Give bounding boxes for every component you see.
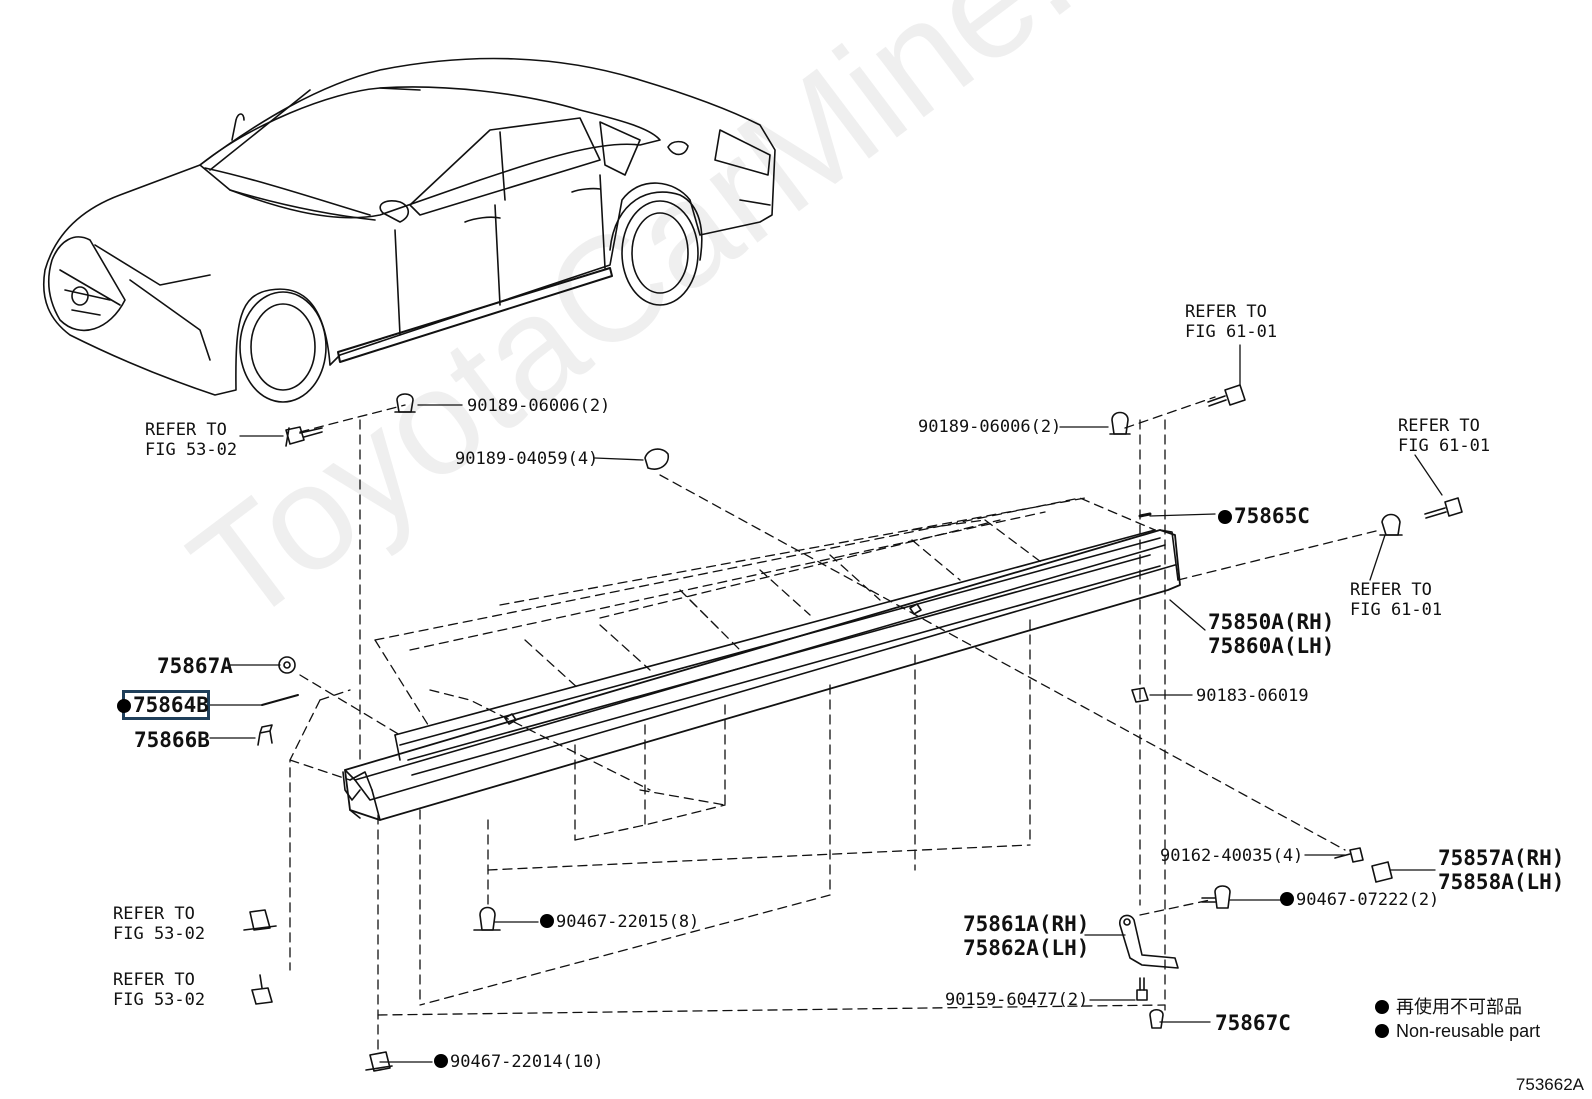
label-75867a: 75867A (157, 654, 233, 678)
fasteners (243, 384, 1463, 1072)
car-illustration (43, 57, 776, 403)
clip-icon-90189-04059 (644, 448, 670, 470)
strip-icon-75864b (261, 694, 299, 706)
label-refer-fig-61-01-lower: REFER TO FIG 61-01 (1350, 580, 1443, 620)
clip-icon-90467-07222 (1201, 885, 1231, 909)
clip-icon-right (1379, 513, 1403, 536)
clip-icon-90467-22015 (473, 906, 501, 931)
label-refer-fig-61-01-right: REFER TO FIG 61-01 (1398, 416, 1491, 456)
label-90467-07222: 90467-07222(2) (1280, 890, 1439, 910)
legend-dot-icon (1375, 1000, 1389, 1014)
label-refer-fig-53-02-middle: REFER TO FIG 53-02 (113, 904, 206, 944)
legend-english: Non-reusable part (1375, 1020, 1540, 1042)
screw-icon-90162 (1334, 847, 1364, 863)
label-refer-fig-53-02-upper: REFER TO FIG 53-02 (145, 420, 238, 460)
non-reusable-dot-icon (117, 699, 131, 713)
label-90183-06019: 90183-06019 (1196, 686, 1309, 706)
label-90159-60477: 90159-60477(2) (945, 990, 1089, 1010)
rocker-panel-moulding (342, 529, 1181, 821)
label-90467-22014: 90467-22014(10) (434, 1052, 604, 1072)
label-refer-fig-61-01-top: REFER TO FIG 61-01 (1185, 302, 1278, 342)
screw-icon-left-top (285, 426, 323, 447)
non-reusable-dot-icon (540, 914, 554, 928)
assembly-lines (289, 396, 1381, 1051)
legend-japanese: 再使用不可部品 (1375, 996, 1522, 1018)
label-75861a-75862a: 75861A(RH) 75862A(LH) (963, 912, 1090, 960)
screw-icon-right (1424, 497, 1463, 519)
non-reusable-dot-icon (434, 1054, 448, 1068)
grommet-icon-75867a (278, 656, 296, 674)
non-reusable-dot-icon (1218, 510, 1232, 524)
bolt-icon-90159 (1136, 977, 1148, 1001)
plug-icon-75865c (1138, 512, 1152, 518)
label-75864b[interactable]: 75864B (117, 693, 209, 717)
screw-icon-top-right (1207, 384, 1246, 407)
label-75866b: 75866B (134, 728, 210, 752)
label-75867c: 75867C (1215, 1011, 1291, 1035)
clip-icon-75867c (1149, 1008, 1164, 1029)
figure-id: 753662A (1515, 1075, 1584, 1094)
label-90162-40035: 90162-40035(4) (1160, 846, 1304, 866)
leader-lines (209, 344, 1443, 1063)
label-75865c: 75865C (1218, 504, 1310, 528)
label-90189-06006-right: 90189-06006(2) (918, 417, 1062, 437)
label-refer-fig-53-02-lower: REFER TO FIG 53-02 (113, 970, 206, 1010)
label-90467-22015: 90467-22015(8) (540, 912, 699, 932)
label-75857a-75858a: 75857A(RH) 75858A(LH) (1438, 846, 1565, 894)
screw-icon-lower-left (251, 974, 273, 1005)
clip-icon-90189-06006-left (394, 393, 416, 413)
non-reusable-dot-icon (1280, 892, 1294, 906)
cap-icon-75857a (1371, 861, 1393, 883)
nut-icon-90183 (1131, 687, 1149, 703)
legend-dot-icon (1375, 1024, 1389, 1038)
clip-icon-90189-06006-right (1109, 411, 1131, 435)
clip-icon-90467-22014 (365, 1051, 393, 1072)
clip-icon-lower-left (243, 909, 277, 931)
clip-icon-75866b (257, 724, 273, 746)
bracket-icon-75861a (1119, 914, 1179, 969)
label-90189-06006-left: 90189-06006(2) (467, 396, 611, 416)
label-75850a-75860a: 75850A(RH) 75860A(LH) (1208, 610, 1335, 658)
label-90189-04059: 90189-04059(4) (455, 449, 599, 469)
